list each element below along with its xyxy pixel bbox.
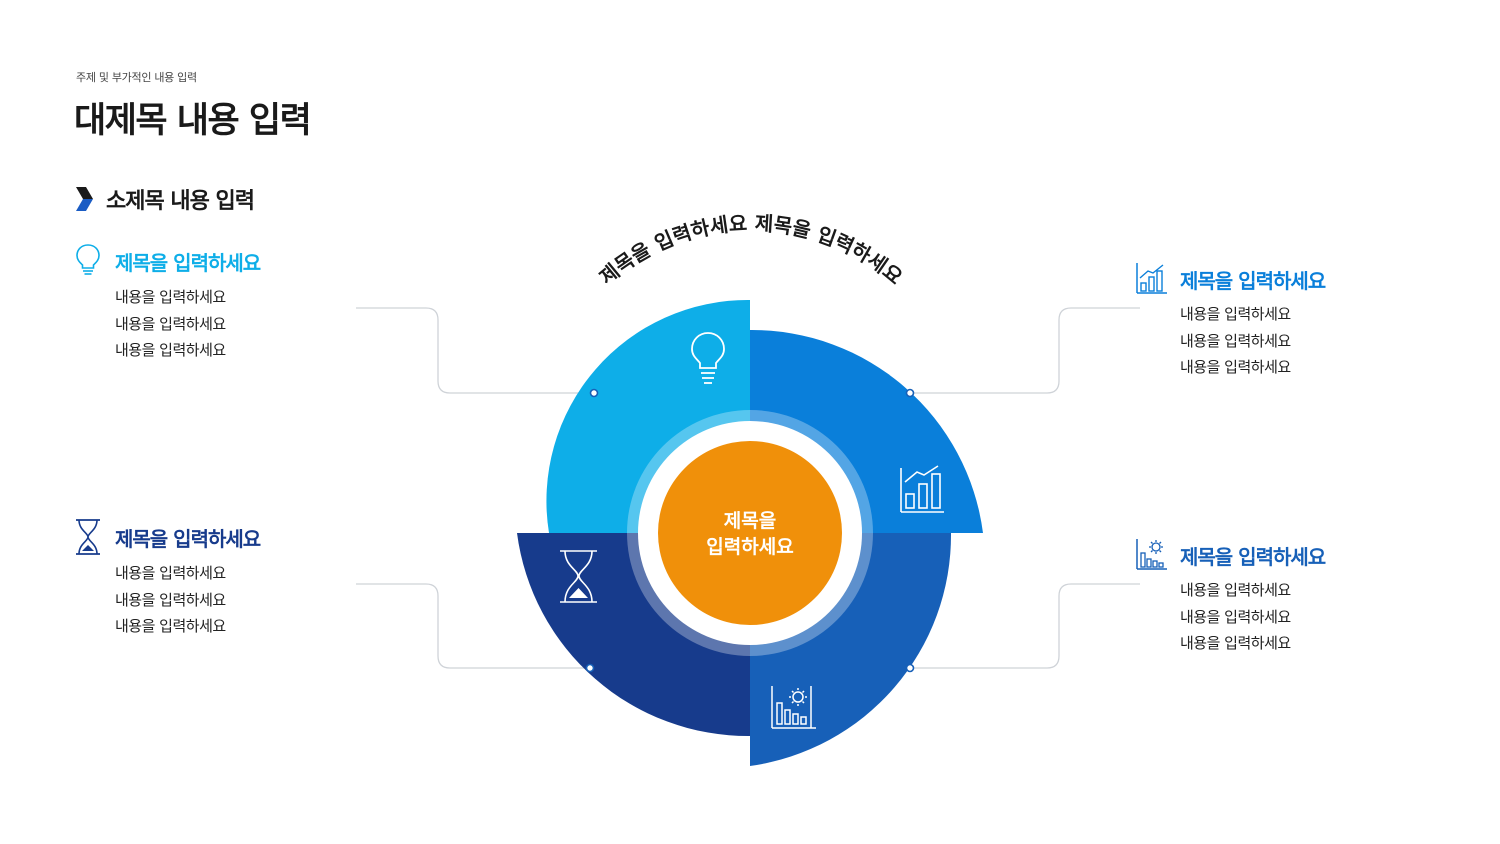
- item-line: 내용을 입력하세요: [115, 564, 226, 582]
- item-title-2: 제목을 입력하세요: [115, 527, 261, 551]
- connector-dot-2: [585, 663, 595, 673]
- chevron-right-icon: [76, 187, 93, 211]
- item-text-1: 내용을 입력하세요 내용을 입력하세요 내용을 입력하세요: [115, 284, 226, 364]
- connector-line-1: [356, 307, 594, 394]
- arc-title-text: 제목을 입력하세요 제목을 입력하세요: [595, 211, 907, 289]
- connector-dot-1: [589, 388, 599, 398]
- connector-line-4: [910, 583, 1140, 669]
- item-text-3: 내용을 입력하세요 내용을 입력하세요 내용을 입력하세요: [1180, 301, 1291, 381]
- item-title-3: 제목을 입력하세요: [1180, 269, 1326, 293]
- arc-title: 제목을 입력하세요 제목을 입력하세요: [595, 211, 907, 289]
- item-text-2: 내용을 입력하세요 내용을 입력하세요 내용을 입력하세요: [115, 560, 226, 640]
- item-line: 내용을 입력하세요: [115, 590, 226, 609]
- lightbulb-icon: [76, 244, 100, 275]
- segment-growth-chart-icon: [900, 465, 944, 513]
- center-title-line-1: 제목을: [724, 510, 776, 532]
- connector-dot-3: [905, 388, 915, 398]
- item-line: 내용을 입력하세요: [1180, 305, 1291, 323]
- section-heading: 소제목 내용 입력: [74, 183, 255, 215]
- item-card-1: [74, 243, 102, 281]
- item-line: 내용을 입력하세요: [1180, 607, 1291, 626]
- connector-line-3: [910, 307, 1140, 394]
- connector-line-2: [356, 583, 590, 669]
- item-title-4: 제목을 입력하세요: [1180, 545, 1326, 569]
- section-title: 소제목 내용 입력: [106, 189, 255, 214]
- item-line: 내용을 입력하세요: [1180, 581, 1291, 599]
- segment-hourglass-icon: [560, 550, 597, 603]
- segment-lightbulb-icon: [691, 332, 725, 384]
- item-card-3: [1136, 262, 1168, 298]
- page-subtitle: 주제 및 부가적인 내용 입력: [76, 71, 197, 84]
- center-circle: [658, 441, 842, 625]
- item-line: 내용을 입력하세요: [115, 288, 226, 306]
- item-card-2: [74, 518, 102, 560]
- item-line: 내용을 입력하세요: [1180, 331, 1291, 350]
- item-line: 내용을 입력하세요: [1180, 634, 1291, 652]
- item-text-4: 내용을 입력하세요 내용을 입력하세요 내용을 입력하세요: [1180, 577, 1291, 657]
- center-title-line-2: 입력하세요: [706, 536, 793, 558]
- page-title: 대제목 내용 입력: [74, 101, 312, 141]
- segment-virus-chart-icon: [771, 686, 816, 729]
- virus-chart-icon: [1136, 539, 1167, 570]
- item-line: 내용을 입력하세요: [1180, 358, 1291, 376]
- item-line: 내용을 입력하세요: [115, 314, 226, 333]
- connector-dot-4: [905, 663, 915, 673]
- growth-chart-icon: [1136, 263, 1167, 294]
- hourglass-icon: [76, 519, 100, 555]
- item-line: 내용을 입력하세요: [115, 617, 226, 635]
- item-title-1: 제목을 입력하세요: [115, 251, 261, 275]
- item-line: 내용을 입력하세요: [115, 341, 226, 359]
- item-card-4: [1136, 538, 1168, 574]
